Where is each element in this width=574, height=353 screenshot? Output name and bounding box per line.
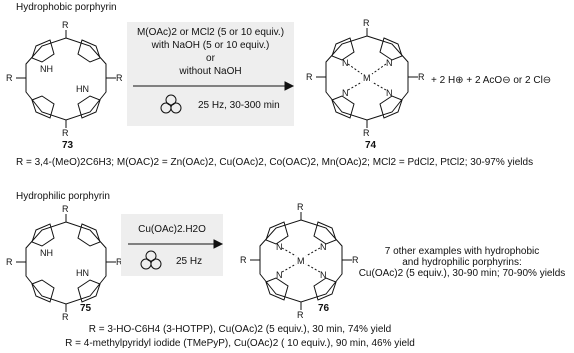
r-substituent-right: R [116,257,123,267]
r-substituent-top: R [297,202,304,212]
n-label: N [320,242,327,252]
r-substituent-bottom: R [297,310,304,320]
nh-label: NH [40,248,53,258]
n-label: N [386,58,393,68]
compound-73-label: 73 [62,140,74,151]
r-substituent-right: R [352,255,359,265]
metal-label: M [297,256,305,266]
scheme1-condition-line4: without NaOH [179,66,242,77]
n-label: N [276,270,283,280]
scheme1-condition-line5: 25 Hz, 30-300 min [198,100,280,111]
scheme1-footnote: R = 3,4-(MeO)2C6H3; M(OAC)2 = Zn(OAc)2, … [16,157,534,168]
ball-mill-icon [160,94,182,114]
hn-label: HN [76,84,89,94]
scheme1-heading: Hydrophobic porphyrin [16,2,117,13]
r-substituent-top: R [363,18,370,28]
scheme2-conditions-box [121,214,223,276]
scheme1-condition-line3: or [206,53,215,64]
scheme1-condition-line2: with NaOH (5 or 10 equiv.) [151,40,270,51]
compound-75-label: 75 [80,303,92,314]
scheme2-footnote1: R = 3-HO-C6H4 (3-HOTPP), Cu(OAc)2 (5 equ… [88,324,392,335]
scheme2-heading: Hydrophilic porphyrin [16,191,110,202]
compound-74-label: 74 [365,140,377,151]
r-substituent-left: R [240,255,247,265]
hn-label: HN [76,268,89,278]
scheme2-condition-line2: 25 Hz [176,256,203,267]
porphyrin-73-structure: R R R R NH HN [6,20,123,138]
r-substituent-top: R [62,20,69,30]
scheme1-condition-line1: M(OAc)2 or MCl2 (5 or 10 equiv.) [136,27,285,38]
n-label: N [320,270,327,280]
scheme1-reaction-arrow [133,81,295,91]
metalloporphyrin-74-structure: R R R R N N N N M [306,18,425,138]
scheme1-conditions-box [127,22,294,126]
porphyrin-75-structure: R R R R NH HN [6,204,123,322]
n-label: N [342,88,349,98]
r-substituent-top: R [62,204,69,214]
nh-label: NH [40,64,53,74]
r-substituent-bottom: R [363,128,370,138]
metalloporphyrin-76-structure: R R R R N N N N M [240,202,359,320]
n-label: N [276,242,283,252]
r-substituent-left: R [6,73,13,83]
compound-76-label: 76 [318,303,330,314]
n-label: N [342,58,349,68]
r-substituent-left: R [306,72,313,82]
r-substituent-right: R [418,72,425,82]
scheme2-note-line2: and hydrophilic porphyrins: [402,257,522,268]
scheme2-note-line1: 7 other examples with hydrophobic [384,246,540,257]
scheme2-reaction-arrow [128,239,224,249]
scheme2-footnote2: R = 4-methylpyridyl iodide (TMePyP), Cu(… [65,338,415,349]
metal-label: M [363,73,371,83]
r-substituent-left: R [6,257,13,267]
ball-mill-icon [140,250,162,270]
scheme2-note-line3: Cu(OAc)2 (5 equiv.), 30-90 min; 70-90% y… [358,268,566,279]
r-substituent-right: R [116,73,123,83]
r-substituent-bottom: R [62,128,69,138]
scheme2-condition-line1: Cu(OAc)2.H2O [138,224,206,235]
scheme1-byproducts: + 2 H⊕ + 2 AcO⊖ or 2 Cl⊖ [431,75,552,86]
r-substituent-bottom: R [62,312,69,322]
n-label: N [386,88,393,98]
